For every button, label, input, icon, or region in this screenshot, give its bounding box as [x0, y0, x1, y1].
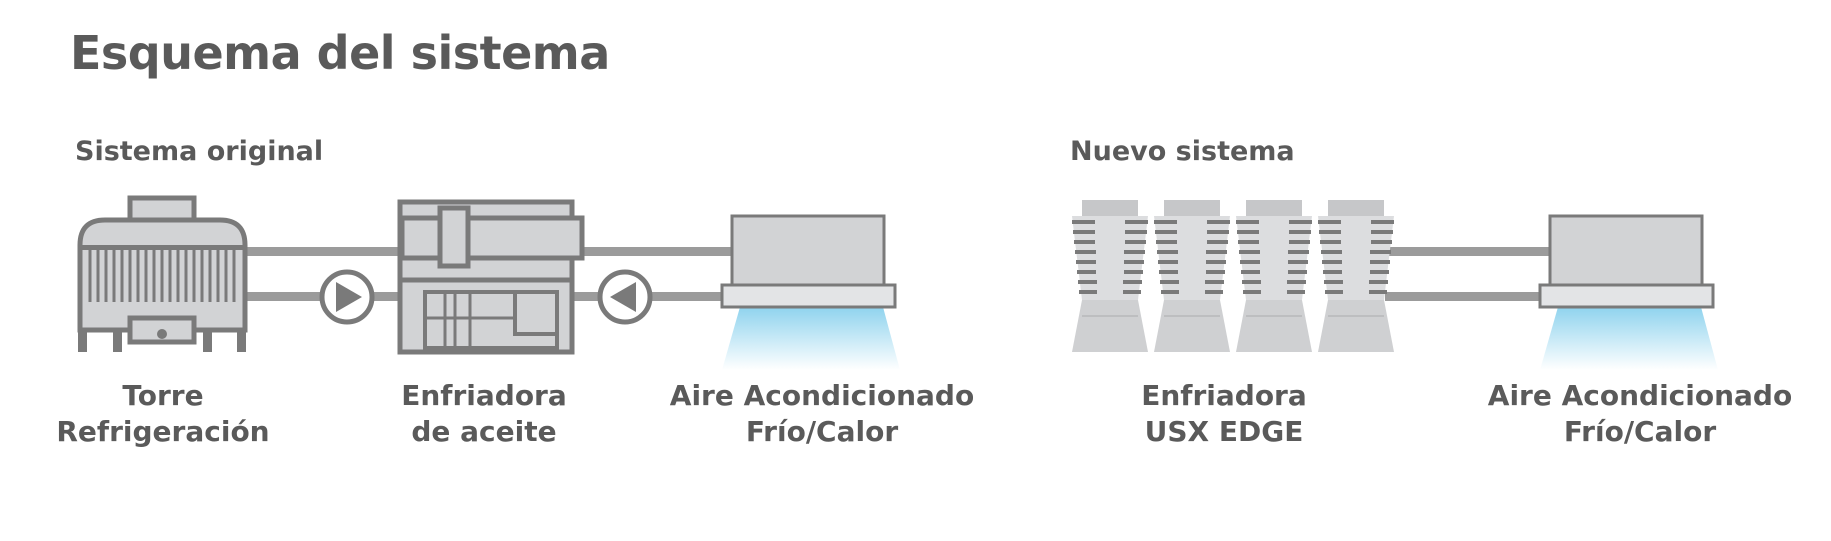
pump-icon — [319, 269, 375, 325]
new-air-conditioner-caption: Aire Acondicionado Frío/Calor — [1487, 379, 1793, 448]
pump-icon — [597, 269, 653, 325]
oil-chiller-icon — [397, 199, 585, 355]
page-title: Esquema del sistema — [70, 26, 610, 80]
cooling-tower-icon — [77, 195, 248, 352]
usx-edge-caption: Enfriadora USX EDGE — [1141, 379, 1307, 448]
cooling-tower-caption: Torre Refrigeración — [56, 379, 270, 448]
air-conditioner-icon — [1538, 214, 1718, 370]
new-system-heading: Nuevo sistema — [1070, 136, 1295, 167]
new-pipes — [1385, 247, 1555, 301]
usx-edge-chiller-icon — [1072, 199, 1395, 353]
original-system-heading: Sistema original — [75, 136, 324, 167]
air-conditioner-caption: Aire Acondicionado Frío/Calor — [669, 379, 975, 448]
oil-chiller-caption: Enfriadora de aceite — [401, 379, 567, 448]
air-conditioner-icon — [720, 214, 900, 370]
